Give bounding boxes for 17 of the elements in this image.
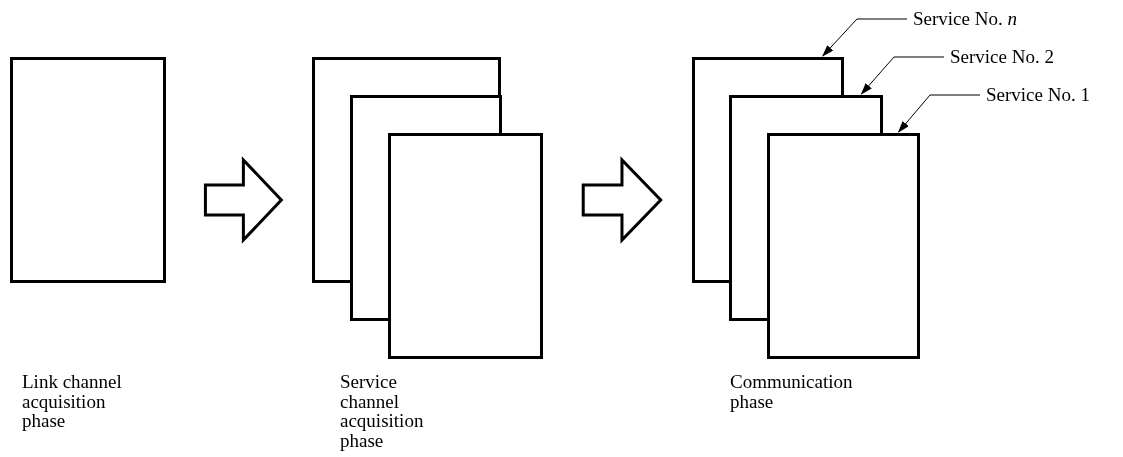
service-label: Service No. n: [913, 9, 1017, 29]
leader-line: [860, 56, 945, 95]
sheet-outline: [388, 133, 543, 359]
block-arrow: [581, 156, 663, 244]
sheet-outline: [767, 133, 920, 359]
leader-line: [897, 94, 981, 133]
block-arrow: [203, 156, 284, 244]
sheet-outline: [10, 57, 166, 283]
sheet-outline: [729, 95, 883, 321]
leader-line: [822, 18, 908, 57]
sheet-outline: [350, 95, 502, 321]
service-label: Service No. 2: [950, 47, 1054, 67]
service-label: Service No. 1: [986, 85, 1090, 105]
sheet-outline: [312, 57, 501, 283]
phase-caption: Service channel acquisition phase: [340, 372, 425, 450]
sheet-outline: [692, 57, 844, 283]
phase-caption: Link channel acquisition phase: [22, 372, 123, 431]
